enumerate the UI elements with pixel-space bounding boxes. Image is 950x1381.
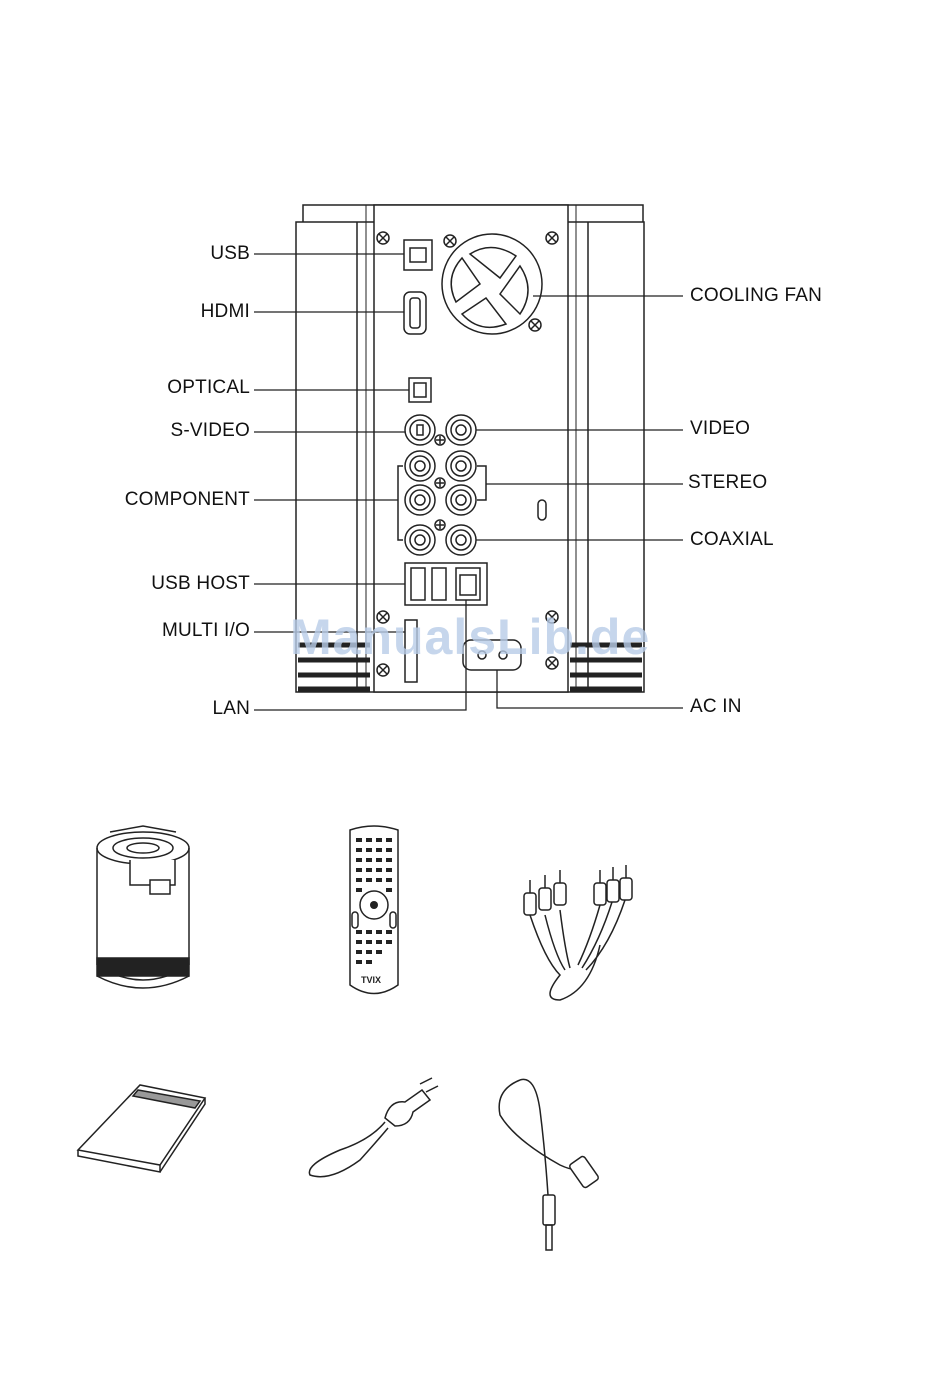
manual-booklet-icon (78, 1085, 205, 1172)
av-cable-icon (524, 865, 632, 1000)
remote-control-icon (350, 826, 398, 994)
optical-cable-icon (499, 1079, 599, 1250)
power-cord-icon (309, 1078, 438, 1177)
remote-brand-label: TVIX (361, 975, 381, 985)
hdd-enclosure-icon (97, 826, 189, 988)
